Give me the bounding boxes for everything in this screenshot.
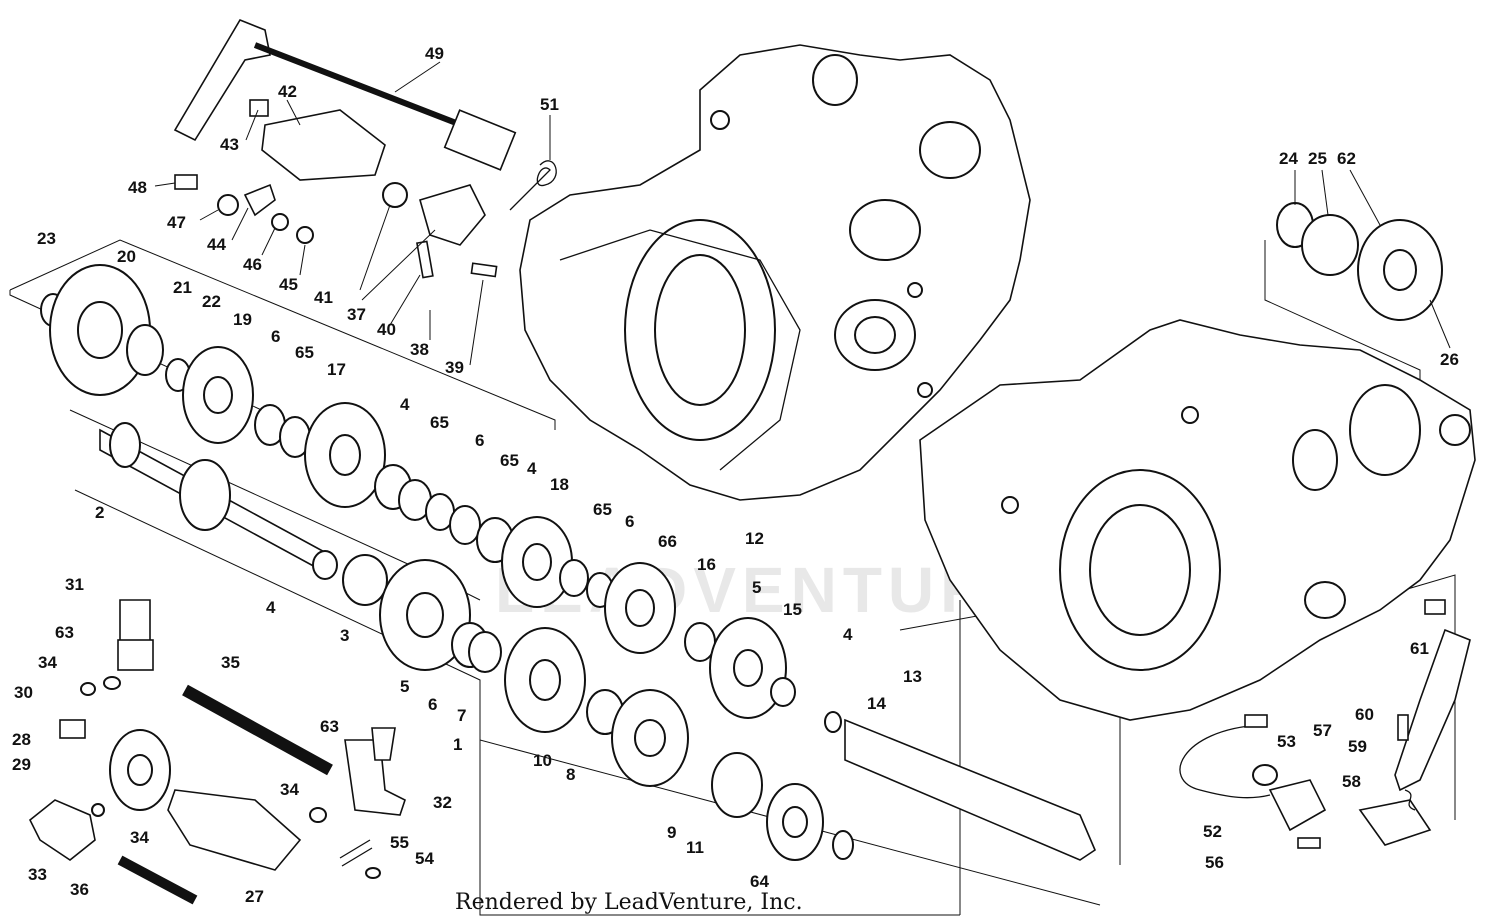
callout-22: 22 <box>202 292 221 311</box>
callout-31: 31 <box>65 575 84 594</box>
callout-10: 10 <box>533 751 552 770</box>
callout-26: 26 <box>1440 350 1459 369</box>
callout-49: 49 <box>425 44 444 63</box>
callout-2: 2 <box>95 503 104 522</box>
callout-56: 56 <box>1205 853 1224 872</box>
callout-55: 55 <box>390 833 409 852</box>
callout-32: 32 <box>433 793 452 812</box>
callout-63b: 63 <box>320 717 339 736</box>
callout-5b: 5 <box>752 578 761 597</box>
callout-7: 7 <box>457 706 466 725</box>
callout-6b: 6 <box>475 431 484 450</box>
callout-14: 14 <box>867 694 886 713</box>
callout-62: 62 <box>1337 149 1356 168</box>
callout-47: 47 <box>167 213 186 232</box>
callout-45: 45 <box>279 275 298 294</box>
callout-19: 19 <box>233 310 252 329</box>
callout-43: 43 <box>220 135 239 154</box>
callout-1: 1 <box>453 735 462 754</box>
crankcase-right-half <box>919 319 1476 721</box>
callout-59: 59 <box>1348 737 1367 756</box>
render-credit: Rendered by LeadVenture, Inc. <box>455 890 803 915</box>
callout-65b: 65 <box>430 413 449 432</box>
callout-9: 9 <box>667 823 676 842</box>
callout-35: 35 <box>221 653 240 672</box>
callout-66: 66 <box>658 532 677 551</box>
shift-drum-and-forks <box>28 599 406 905</box>
callout-30: 30 <box>14 683 33 702</box>
callout-29: 29 <box>12 755 31 774</box>
callout-38: 38 <box>410 340 429 359</box>
mainshaft-gear-cluster <box>40 264 796 719</box>
callout-65c: 65 <box>500 451 519 470</box>
callout-54: 54 <box>415 849 434 868</box>
callout-4b: 4 <box>400 395 410 414</box>
callout-4a: 4 <box>266 598 276 617</box>
callout-6d: 6 <box>428 695 437 714</box>
callout-42: 42 <box>278 82 297 101</box>
callout-64: 64 <box>750 872 769 891</box>
callout-20: 20 <box>117 247 136 266</box>
callout-6c: 6 <box>625 512 634 531</box>
callout-48: 48 <box>128 178 147 197</box>
callout-53: 53 <box>1277 732 1296 751</box>
callout-8: 8 <box>566 765 575 784</box>
callout-58: 58 <box>1342 772 1361 791</box>
callout-18: 18 <box>550 475 569 494</box>
callout-57: 57 <box>1313 721 1332 740</box>
callout-52: 52 <box>1203 822 1222 841</box>
callout-65d: 65 <box>593 500 612 519</box>
callout-34a: 34 <box>38 653 57 672</box>
callout-63a: 63 <box>55 623 74 642</box>
callout-46: 46 <box>243 255 262 274</box>
callout-37: 37 <box>347 305 366 324</box>
callout-4c: 4 <box>527 459 537 478</box>
sprocket-group <box>1276 202 1443 321</box>
callout-44: 44 <box>207 235 226 254</box>
callout-15: 15 <box>783 600 802 619</box>
callout-12: 12 <box>745 529 764 548</box>
crankcase-left-half <box>519 44 1031 501</box>
callout-27: 27 <box>245 887 264 906</box>
callout-24: 24 <box>1279 149 1298 168</box>
callout-11: 11 <box>686 838 704 857</box>
callout-4d: 4 <box>843 625 853 644</box>
callout-23: 23 <box>37 229 56 248</box>
callout-36: 36 <box>70 880 89 899</box>
callout-28: 28 <box>12 730 31 749</box>
callout-65a: 65 <box>295 343 314 362</box>
callout-33: 33 <box>28 865 47 884</box>
callout-34c: 34 <box>280 780 299 799</box>
callout-41: 41 <box>314 288 333 307</box>
callout-60: 60 <box>1355 705 1374 724</box>
callout-61: 61 <box>1410 639 1429 658</box>
countershaft-gear-cluster <box>99 422 1096 861</box>
callout-3: 3 <box>340 626 349 645</box>
callout-6a: 6 <box>271 327 280 346</box>
callout-labels: 1 2 3 4 4 4 4 5 5 6 6 6 6 7 8 9 10 11 12… <box>12 44 1459 906</box>
callout-16: 16 <box>697 555 716 574</box>
callout-40: 40 <box>377 320 396 339</box>
shift-shaft-assembly <box>173 19 557 279</box>
callout-39: 39 <box>445 358 464 377</box>
callout-5a: 5 <box>400 677 409 696</box>
callout-21: 21 <box>173 278 192 297</box>
callout-51: 51 <box>540 95 559 114</box>
callout-leader-lines <box>154 61 1451 366</box>
pedal-and-sensor-group <box>1179 599 1471 849</box>
callout-17: 17 <box>327 360 346 379</box>
callout-25: 25 <box>1308 149 1327 168</box>
callout-34b: 34 <box>130 828 149 847</box>
callout-13: 13 <box>903 667 922 686</box>
